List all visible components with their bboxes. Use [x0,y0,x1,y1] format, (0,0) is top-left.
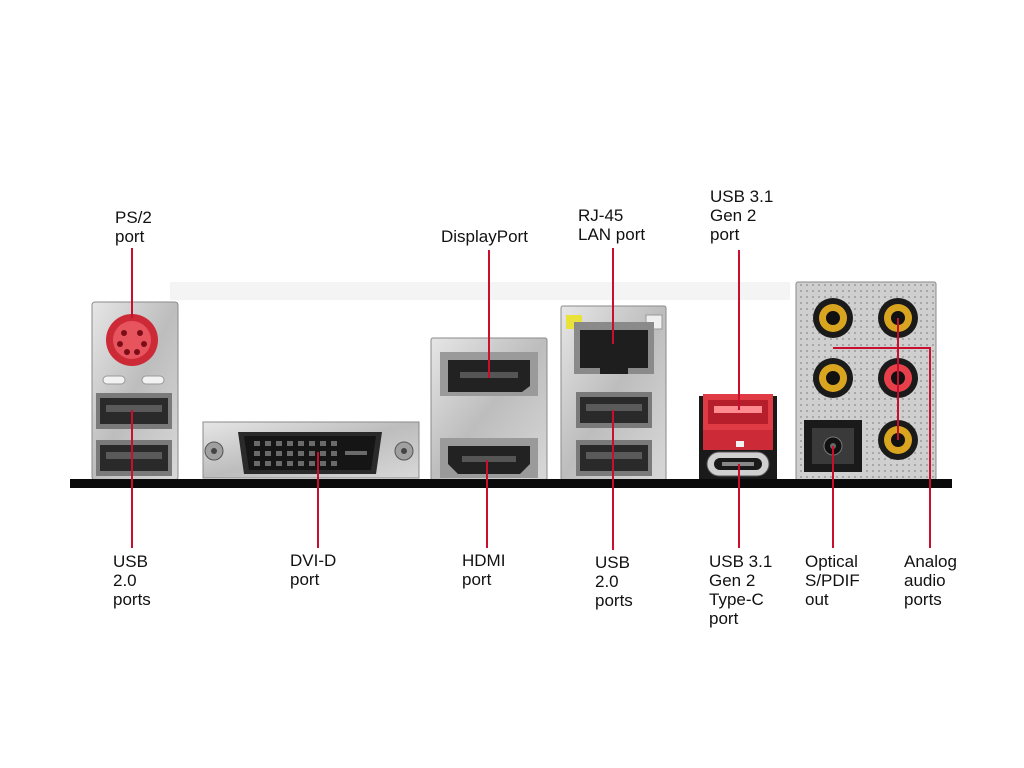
displayport-label: DisplayPort [441,227,528,246]
analog-audio-label: Analog audio ports [904,552,957,609]
dvid-port-label: DVI-D port [290,551,337,589]
base-bar [70,479,952,488]
audio-block [795,281,937,481]
leader-lines [131,248,931,550]
dvid-connector [202,421,420,479]
background-shield-texture [170,282,790,300]
optical-spdif-label: Optical S/PDIF out [805,552,860,609]
usb20-ports-mid-label: USB 2.0 ports [595,553,633,610]
ps2-port-label: PS/2 port [115,208,152,246]
usb31-gen2-port-label: USB 3.1 Gen 2 port [710,187,774,244]
usb20-ports-left-label: USB 2.0 ports [113,552,151,609]
rj45-lan-port-label: RJ-45 LAN port [578,206,646,244]
hdmi-port-label: HDMI port [462,551,506,589]
leader-line-analog-bracket [833,347,931,548]
ps2-usb-block [91,301,179,481]
audio-jack [813,358,853,398]
audio-jack [813,298,853,338]
rj45-lan-port [580,330,648,374]
usb31-typec-port-label: USB 3.1 Gen 2 Type-C port [709,552,773,628]
